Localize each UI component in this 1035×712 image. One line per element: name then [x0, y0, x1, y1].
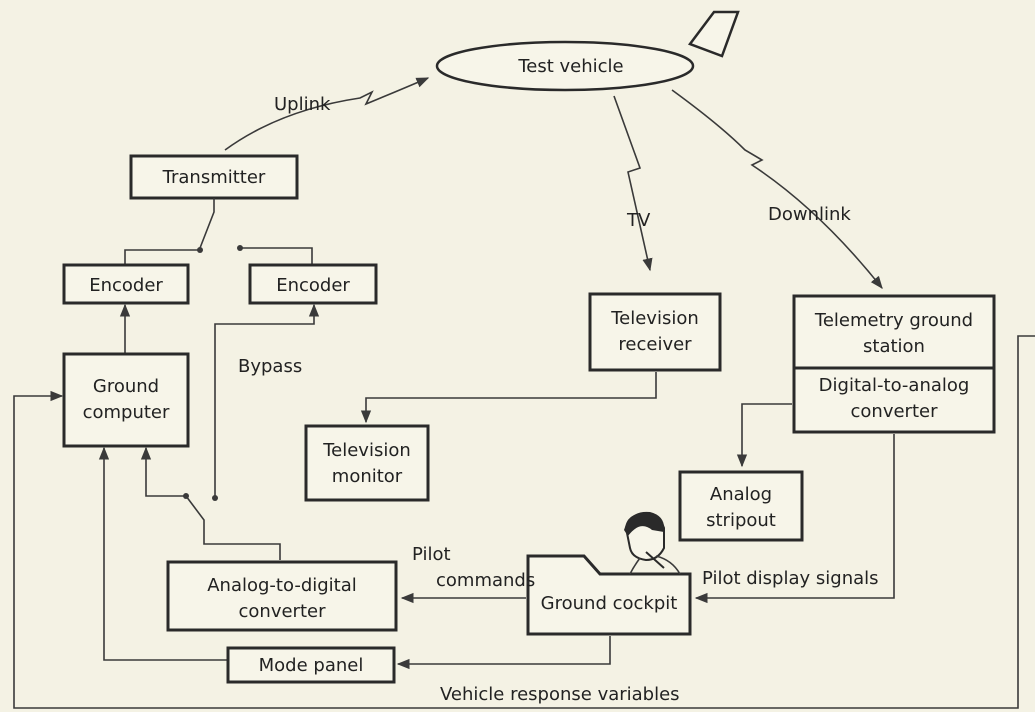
- pilot-commands-label-line2: commands: [436, 570, 535, 591]
- television-receiver-block: Television receiver: [588, 292, 722, 372]
- downlink-label: Downlink: [768, 204, 851, 225]
- telemetry-station-block: Telemetry ground station Digital-to-anal…: [792, 294, 996, 434]
- test-vehicle-airplane: Test vehicle: [435, 10, 740, 92]
- television-monitor-label-line1: Television: [322, 440, 411, 461]
- transmitter-label: Transmitter: [162, 167, 266, 188]
- vehicle-response-label: Vehicle response variables: [440, 684, 680, 705]
- pilot-icon: [624, 511, 681, 575]
- ground-cockpit-block: Ground cockpit: [526, 554, 692, 636]
- television-monitor-label-line2: monitor: [332, 466, 403, 487]
- telemetry-label-line2: station: [863, 336, 925, 357]
- mode-panel-block: Mode panel: [226, 646, 396, 684]
- bypass-path: Bypass: [212, 303, 320, 501]
- adc-label-line1: Analog-to-digital: [207, 575, 357, 596]
- analog-stripout-label-line2: stripout: [706, 510, 776, 531]
- telemetry-label-line1: Telemetry ground: [814, 310, 973, 331]
- encoder-right-block: Encoder: [248, 263, 378, 305]
- television-receiver-label-line2: receiver: [618, 334, 692, 355]
- pilot-commands-path: Pilot commands: [400, 544, 535, 604]
- bypass-switch: [140, 446, 281, 560]
- dac-label-line1: Digital-to-analog: [819, 375, 970, 396]
- bypass-label: Bypass: [238, 356, 302, 377]
- television-monitor-block: Television monitor: [304, 424, 430, 502]
- encoder-right-label: Encoder: [276, 275, 350, 296]
- tv-signal: TV: [613, 95, 653, 272]
- uplink-label: Uplink: [274, 94, 331, 115]
- downlink-signal: Downlink: [671, 89, 883, 290]
- tv-label: TV: [626, 210, 651, 231]
- television-receiver-label-line1: Television: [610, 308, 699, 329]
- vehicle-response-loop: Vehicle response variables: [13, 335, 1035, 709]
- dac-label-line2: converter: [851, 401, 939, 422]
- transmitter-block: Transmitter: [129, 154, 299, 200]
- adc-label-line2: converter: [239, 601, 327, 622]
- analog-stripout-block: Analog stripout: [678, 470, 804, 542]
- ground-cockpit-label: Ground cockpit: [541, 593, 678, 614]
- ground-computer-block: Ground computer: [62, 352, 190, 448]
- pilot-commands-label-line1: Pilot: [412, 544, 451, 565]
- encoder-left-label: Encoder: [89, 275, 163, 296]
- encoder-left-block: Encoder: [62, 263, 190, 305]
- adc-block: Analog-to-digital converter: [166, 560, 398, 632]
- ground-computer-label-line1: Ground: [93, 376, 159, 397]
- analog-stripout-label-line1: Analog: [710, 484, 772, 505]
- uplink-switch: [124, 198, 313, 264]
- mode-panel-label: Mode panel: [259, 655, 364, 676]
- ground-computer-label-line2: computer: [83, 402, 170, 423]
- pilot-display-path: Pilot display signals: [694, 434, 895, 604]
- pilot-display-label: Pilot display signals: [702, 568, 879, 589]
- test-vehicle-label: Test vehicle: [517, 56, 623, 77]
- uplink-signal: Uplink: [224, 77, 430, 151]
